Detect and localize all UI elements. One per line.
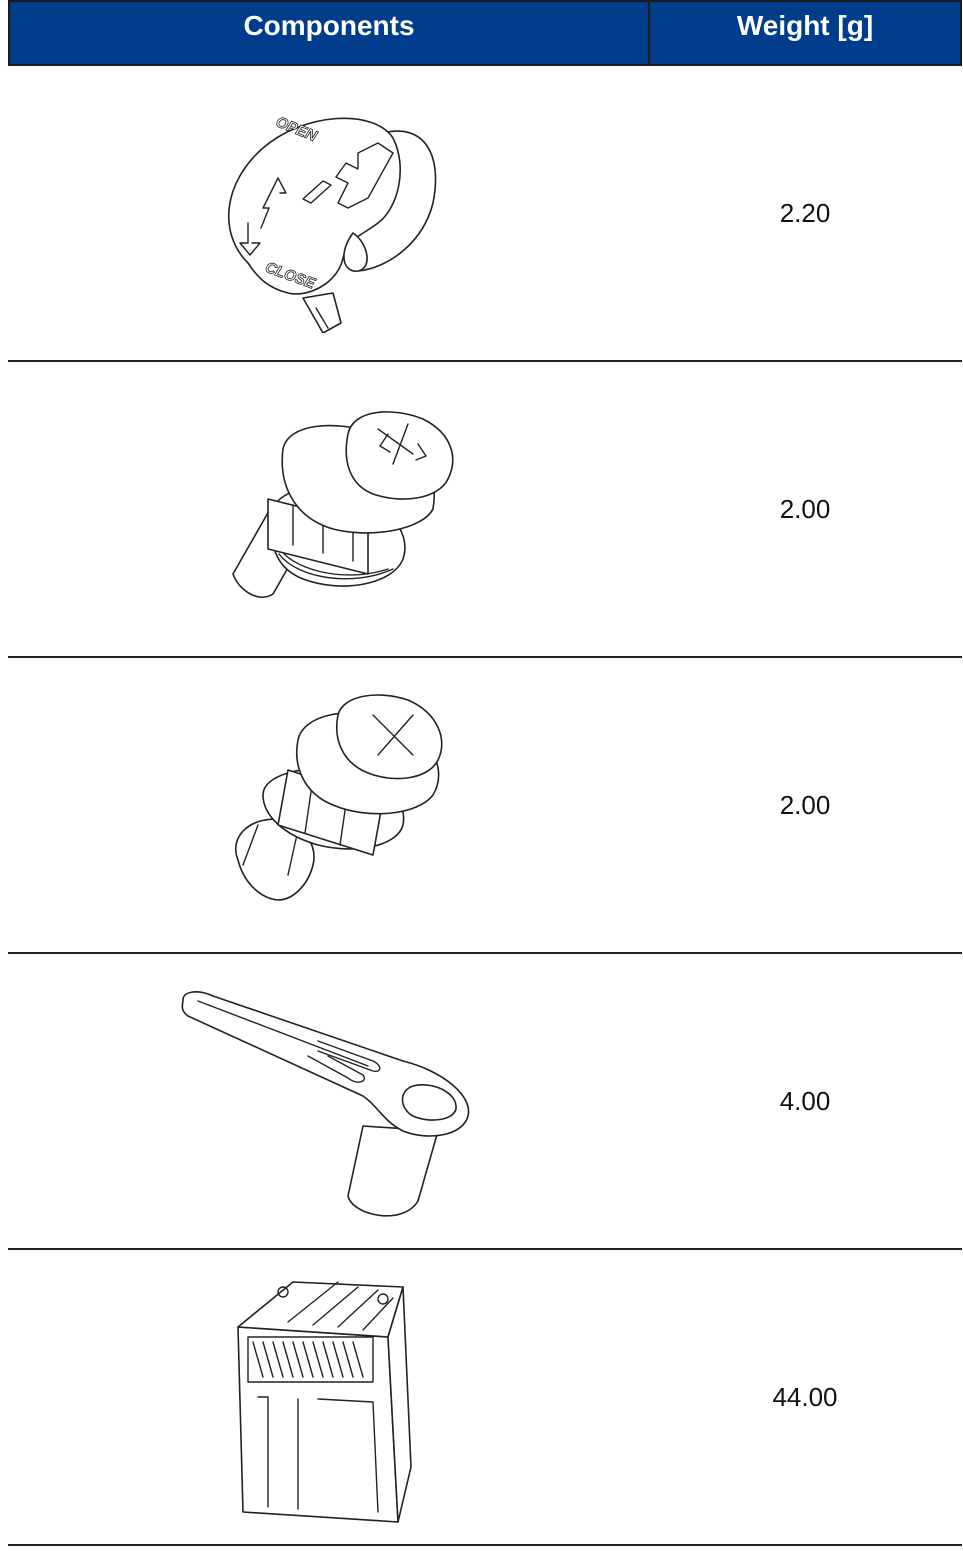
cross-head-plug-icon: [232, 411, 454, 598]
filter-bracket-icon: [237, 1281, 412, 1523]
weight-value: 2.00: [779, 493, 831, 524]
rotary-knob-cap-icon: OPEN CLOSE: [228, 113, 437, 333]
table-row: 2.00: [8, 658, 962, 954]
weight-value: 4.00: [779, 1085, 831, 1116]
header-components: Components: [10, 2, 650, 64]
lever-arm-icon: [181, 991, 470, 1217]
component-image-cell: [8, 1250, 648, 1544]
component-image-cell: OPEN CLOSE: [8, 66, 648, 360]
weight-value: 2.00: [779, 789, 831, 820]
table-header: Components Weight [g]: [8, 0, 962, 66]
component-image-cell: [8, 362, 648, 656]
component-image-cell: [8, 954, 648, 1248]
components-weight-table: Components Weight [g] OPEN CLOSE 2.20: [8, 0, 962, 1546]
table-row: 4.00: [8, 954, 962, 1250]
weight-value: 44.00: [772, 1381, 838, 1412]
table-row: 44.00: [8, 1250, 962, 1546]
table-row: 2.00: [8, 362, 962, 658]
weight-value: 2.20: [779, 197, 831, 228]
header-weight: Weight [g]: [736, 10, 874, 41]
cross-head-plug-small-icon: [235, 694, 443, 901]
component-image-cell: [8, 658, 648, 952]
table-row: OPEN CLOSE 2.20: [8, 66, 962, 362]
